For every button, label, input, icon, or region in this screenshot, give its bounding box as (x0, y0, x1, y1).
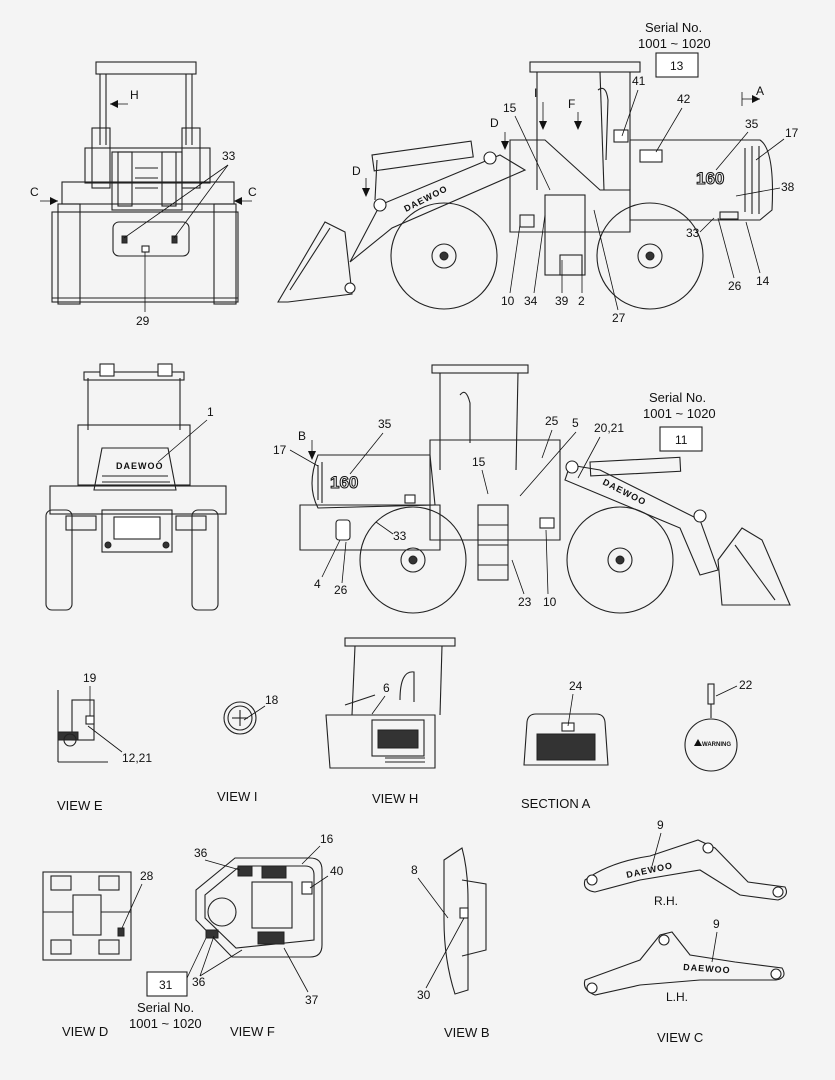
serial-title-mid: Serial No. (649, 390, 706, 405)
view-arrow-label-h: H (130, 88, 139, 102)
callout-26-right: 26 (334, 583, 348, 597)
serial-ref-31: 31 (159, 978, 173, 992)
view-arrow-label-d-lower: D (352, 164, 361, 178)
callout-26-left: 26 (728, 279, 742, 293)
view-e-title: VIEW E (57, 798, 103, 813)
view-d-title: VIEW D (62, 1024, 108, 1039)
callout-16: 16 (320, 832, 334, 846)
front-view: DAEWOO (45, 363, 227, 611)
callout-37: 37 (305, 993, 319, 1007)
callout-9-rh: 9 (657, 818, 664, 832)
callout-33-right: 33 (393, 529, 407, 543)
callout-22: 22 (739, 678, 753, 692)
callout-34: 34 (524, 294, 538, 308)
section-a-drawing (523, 713, 609, 766)
view-f-title: VIEW F (230, 1024, 275, 1039)
model-badge-right: 160 (330, 473, 358, 492)
view-d-drawing (42, 871, 132, 961)
rh-label: R.H. (654, 894, 678, 908)
callout-14: 14 (756, 274, 770, 288)
callout-33-left: 33 (686, 226, 700, 240)
callout-17-left: 17 (785, 126, 799, 140)
serial-range-bottom: 1001 ~ 1020 (129, 1016, 202, 1031)
view-i-title: VIEW I (217, 789, 257, 804)
view-e-drawing (57, 690, 108, 763)
view-arrow-label-c-left: C (30, 185, 39, 199)
callout-33-front: 33 (222, 149, 236, 163)
view-h-title: VIEW H (372, 791, 418, 806)
callout-27: 27 (612, 311, 626, 325)
callout-35-left: 35 (745, 117, 759, 131)
callout-12-21: 12,21 (122, 751, 152, 765)
brand-arm-lh: DAEWOO (683, 962, 731, 975)
serial-range-mid: 1001 ~ 1020 (643, 406, 716, 421)
callout-41: 41 (632, 74, 646, 88)
front-view-rear (51, 61, 239, 305)
callout-23: 23 (518, 595, 532, 609)
serial-ref-13: 13 (670, 59, 684, 73)
serial-box-13 (655, 52, 699, 78)
section-a-title: SECTION A (521, 796, 591, 811)
view-arrow-label-d-upper: D (490, 116, 499, 130)
view-arrow-label-a: A (756, 84, 764, 98)
callout-36-top: 36 (194, 846, 208, 860)
callout-29: 29 (136, 314, 150, 328)
callout-28: 28 (140, 869, 154, 883)
callout-15-right: 15 (472, 455, 486, 469)
callout-42: 42 (677, 92, 691, 106)
callout-10-left: 10 (501, 294, 515, 308)
serial-range-top: 1001 ~ 1020 (638, 36, 711, 51)
callout-2: 2 (578, 294, 585, 308)
serial-ref-11: 11 (675, 433, 688, 447)
serial-title-top: Serial No. (645, 20, 702, 35)
callout-18: 18 (265, 693, 279, 707)
callout-15-left: 15 (503, 101, 517, 115)
callout-36-bottom: 36 (192, 975, 206, 989)
callout-24: 24 (569, 679, 583, 693)
lh-label: L.H. (666, 990, 688, 1004)
view-h-drawing (325, 637, 456, 769)
callout-19: 19 (83, 671, 97, 685)
callout-8: 8 (411, 863, 418, 877)
callout-30: 30 (417, 988, 431, 1002)
callout-38: 38 (781, 180, 795, 194)
callout-35-right: 35 (378, 417, 392, 431)
view-arrow-label-c-right: C (248, 185, 257, 199)
view-arrow-label-b: B (298, 429, 306, 443)
callout-10-right: 10 (543, 595, 557, 609)
warning-tag-text: WARNING (702, 742, 731, 748)
view-arrow-label-f: F (568, 97, 575, 111)
callout-20-21: 20,21 (594, 421, 624, 435)
callout-4: 4 (314, 577, 321, 591)
view-c-drawing-lh: DAEWOO (583, 931, 785, 996)
view-f-drawing (195, 857, 323, 958)
callout-17-right: 17 (273, 443, 287, 457)
brand-grill-front: DAEWOO (116, 461, 164, 471)
callout-25: 25 (545, 414, 559, 428)
model-badge-left: 160 (696, 169, 724, 188)
side-view-left: 160 DAEWOO (277, 61, 773, 310)
callout-1: 1 (207, 405, 214, 419)
warning-tag-drawing: WARNING (684, 683, 738, 772)
serial-box-31 (146, 971, 188, 997)
serial-box-11 (659, 426, 703, 452)
callout-9-lh: 9 (713, 917, 720, 931)
callout-39: 39 (555, 294, 569, 308)
serial-title-bottom: Serial No. (137, 1000, 194, 1015)
view-arrow-label-i: I (534, 86, 537, 100)
callout-40: 40 (330, 864, 344, 878)
view-b-title: VIEW B (444, 1025, 490, 1040)
view-c-title: VIEW C (657, 1030, 703, 1045)
callout-5: 5 (572, 416, 579, 430)
view-i-drawing (223, 701, 257, 735)
callout-6: 6 (383, 681, 390, 695)
